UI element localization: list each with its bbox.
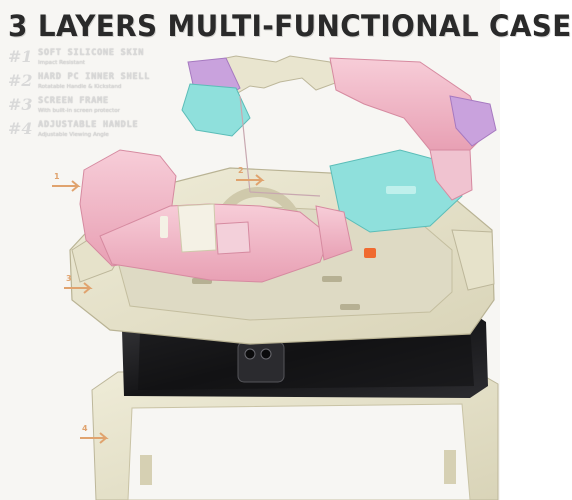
feature-number: #3 (8, 95, 33, 114)
screen-frame-layer (91, 367, 499, 500)
feature-subtitle: Adjustable Viewing Angle (38, 132, 109, 138)
feature-title: ADJUSTABLE HANDLE (38, 120, 139, 130)
feature-subtitle: With built-in screen protector (38, 108, 120, 114)
callout-label: 3 (66, 274, 72, 283)
page-title: 3 LAYERS MULTI-FUNCTIONAL CASE (8, 9, 572, 43)
callout-label: 4 (82, 424, 88, 433)
feature-item-1: #1 SOFT SILICONE SKIN Impact Resistant (8, 48, 268, 72)
tablet-layer (122, 306, 488, 398)
feature-title: HARD PC INNER SHELL (38, 72, 151, 82)
callout-label: 1 (54, 172, 60, 181)
callout-label: 2 (238, 166, 244, 175)
feature-number: #1 (8, 47, 33, 66)
feature-list: #1 SOFT SILICONE SKIN Impact Resistant #… (8, 48, 268, 144)
feature-subtitle: Impact Resistant (38, 60, 85, 66)
callout-arrows (52, 174, 265, 444)
feature-item-4: #4 ADJUSTABLE HANDLE Adjustable Viewing … (8, 120, 268, 144)
feature-item-3: #3 SCREEN FRAME With built-in screen pro… (8, 96, 268, 120)
feature-subtitle: Rotatable Handle & Kickstand (38, 84, 122, 90)
feature-number: #2 (8, 71, 33, 90)
hard-shell-layer (69, 167, 495, 345)
feature-title: SOFT SILICONE SKIN (38, 48, 145, 58)
feature-title: SCREEN FRAME (38, 96, 109, 106)
feature-item-2: #2 HARD PC INNER SHELL Rotatable Handle … (8, 72, 268, 96)
feature-number: #4 (8, 119, 33, 138)
